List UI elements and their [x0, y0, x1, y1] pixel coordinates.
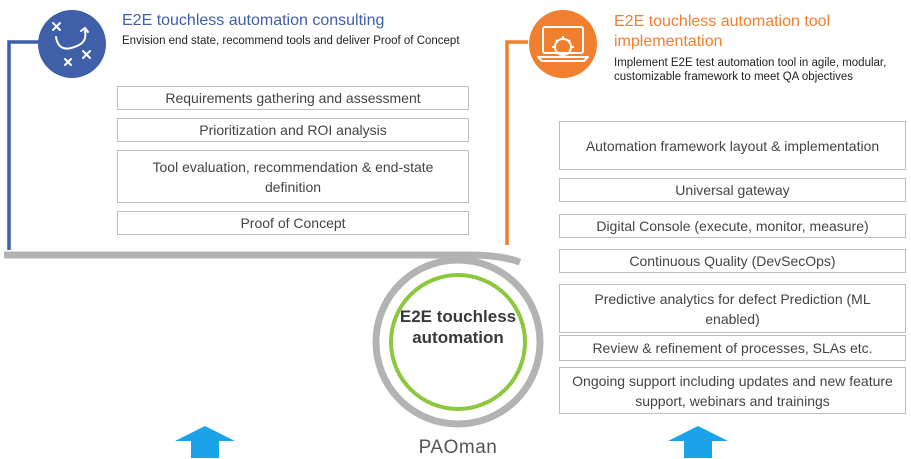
strategy-play-icon	[38, 10, 106, 78]
brand-label: PAOman	[418, 437, 498, 458]
implementation-item: Ongoing support including updates and ne…	[559, 367, 906, 414]
implementation-title: E2E touchless automation tool implementa…	[614, 13, 831, 50]
consulting-item: Requirements gathering and assessment	[117, 86, 469, 110]
gray-platform-bar	[4, 251, 522, 266]
green-ring	[389, 273, 527, 411]
implementation-item: Continuous Quality (DevSecOps)	[559, 249, 906, 273]
up-arrow-left-icon	[175, 426, 235, 458]
implementation-connector-line	[505, 40, 528, 245]
implementation-item: Review & refinement of processes, SLAs e…	[559, 335, 906, 361]
implementation-item: Automation framework layout & implementa…	[559, 121, 906, 170]
hub-label: E2E touchless automation	[399, 307, 517, 347]
consulting-item: Tool evaluation, recommendation & end-st…	[117, 150, 469, 203]
implementation-item: Digital Console (execute, monitor, measu…	[559, 214, 906, 238]
consulting-item: Proof of Concept	[117, 211, 469, 235]
laptop-gear-icon	[529, 10, 597, 78]
up-arrow-right-icon	[668, 426, 728, 458]
consulting-connector-line	[7, 40, 40, 250]
consulting-description: Envision end state, recommend tools and …	[122, 35, 460, 47]
implementation-item: Universal gateway	[559, 178, 906, 202]
implementation-item: Predictive analytics for defect Predicti…	[559, 284, 906, 333]
consulting-title: E2E touchless automation consulting	[122, 12, 385, 29]
consulting-item: Prioritization and ROI analysis	[117, 118, 469, 142]
outer-gray-ring	[372, 256, 544, 428]
implementation-description: Implement E2E test automation tool in ag…	[614, 57, 887, 83]
